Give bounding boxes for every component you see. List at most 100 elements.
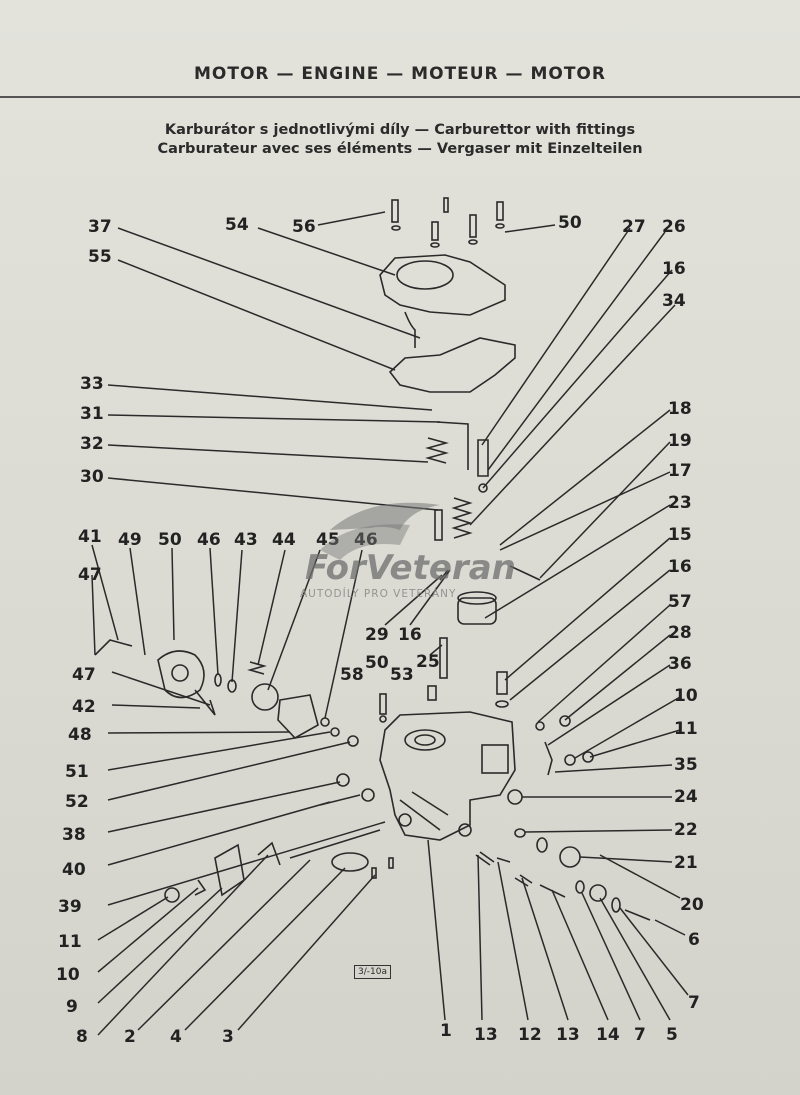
callout-35: 35 [674, 755, 698, 775]
jet-53 [427, 685, 437, 701]
callout-27: 27 [622, 217, 646, 237]
header-rule [0, 96, 800, 98]
callout-20: 20 [680, 895, 704, 915]
callout-58: 58 [340, 665, 364, 685]
callout-50: 50 [158, 530, 182, 550]
float-pin [509, 565, 541, 581]
callout-32: 32 [80, 434, 104, 454]
carburettor-top-cover [379, 254, 506, 316]
pump-spring [425, 437, 449, 464]
needle-valve [477, 439, 489, 477]
pump-gasket-bracket [194, 689, 216, 716]
callout-2: 2 [124, 1027, 136, 1047]
callout-3: 3 [222, 1027, 234, 1047]
callout-25: 25 [416, 652, 440, 672]
callout-37: 37 [88, 217, 112, 237]
callout-17: 17 [668, 461, 692, 481]
callout-47: 47 [78, 565, 102, 585]
callout-8: 8 [76, 1027, 88, 1047]
plug-24 [507, 789, 523, 805]
callout-50: 50 [558, 213, 582, 233]
diaphragm [251, 683, 279, 711]
lever-8 [257, 841, 281, 866]
callout-22: 22 [674, 820, 698, 840]
callout-6: 6 [688, 930, 700, 950]
callout-57: 57 [668, 592, 692, 612]
callout-56: 56 [292, 217, 316, 237]
callout-42: 42 [72, 697, 96, 717]
pump-plunger [434, 509, 443, 541]
callout-46: 46 [354, 530, 378, 550]
float-spindle [436, 421, 469, 470]
emulsion-tube [439, 637, 448, 679]
throttle-shaft [289, 829, 381, 859]
callout-38: 38 [62, 825, 86, 845]
callout-10: 10 [56, 965, 80, 985]
callout-46: 46 [197, 530, 221, 550]
callout-53: 53 [390, 665, 414, 685]
spring-44 [247, 661, 267, 675]
figure-code: 3/-10a [354, 965, 391, 979]
lever-10 [194, 879, 207, 896]
callout-10: 10 [674, 686, 698, 706]
callout-11: 11 [674, 719, 698, 739]
pump-lever [94, 639, 133, 656]
callout-47: 47 [72, 665, 96, 685]
nut-11 [164, 887, 180, 903]
callout-18: 18 [668, 399, 692, 419]
callout-1: 1 [440, 1021, 452, 1041]
watermark-brand: ForVeteran [305, 548, 516, 588]
pump-cover [157, 650, 205, 699]
callout-49: 49 [118, 530, 142, 550]
callout-4: 4 [170, 1027, 182, 1047]
callout-40: 40 [62, 860, 86, 880]
callout-15: 15 [668, 525, 692, 545]
plug-21 [559, 846, 581, 868]
screw-58 [379, 693, 387, 715]
callout-54: 54 [225, 215, 249, 235]
callout-33: 33 [80, 374, 104, 394]
callout-31: 31 [80, 404, 104, 424]
callout-7: 7 [688, 993, 700, 1013]
throttle-lever-9 [214, 843, 245, 897]
callout-48: 48 [68, 725, 92, 745]
callout-12: 12 [518, 1025, 542, 1045]
carburettor-body [379, 711, 516, 841]
callout-30: 30 [80, 467, 104, 487]
callout-13: 13 [474, 1025, 498, 1045]
callout-23: 23 [668, 493, 692, 513]
callout-13: 13 [556, 1025, 580, 1045]
callout-41: 41 [78, 527, 102, 547]
callout-50: 50 [365, 653, 389, 673]
callout-19: 19 [668, 431, 692, 451]
callout-labels: 37 54 56 50 27 26 16 34 55 33 31 32 30 1… [56, 213, 704, 1047]
callout-36: 36 [668, 654, 692, 674]
callout-28: 28 [668, 623, 692, 643]
callout-43: 43 [234, 530, 258, 550]
callout-16: 16 [398, 625, 422, 645]
top-cover-gasket [388, 337, 516, 393]
subtitle-line-1: Karburátor s jednotlivými díly — Carbure… [164, 122, 636, 138]
callout-24: 24 [674, 787, 698, 807]
watermark-tagline: AUTODÍLY PRO VETERÁNY [300, 588, 457, 600]
callout-29: 29 [365, 625, 389, 645]
callout-26: 26 [662, 217, 686, 237]
subtitle-line-2: Carburateur avec ses éléments — Vergaser… [157, 141, 643, 157]
vent-tube [404, 311, 416, 348]
callout-5: 5 [666, 1025, 678, 1045]
callout-9: 9 [66, 997, 78, 1017]
callout-45: 45 [316, 530, 340, 550]
callout-21: 21 [674, 853, 698, 873]
pump-gasket [277, 694, 319, 740]
callout-55: 55 [88, 247, 112, 267]
callout-14: 14 [596, 1025, 620, 1045]
callout-11: 11 [58, 932, 82, 952]
main-jet-holder [496, 671, 508, 695]
throttle-plate [331, 852, 369, 872]
callout-51: 51 [65, 762, 89, 782]
callout-16: 16 [668, 557, 692, 577]
callout-52: 52 [65, 792, 89, 812]
top-screws [391, 197, 505, 248]
